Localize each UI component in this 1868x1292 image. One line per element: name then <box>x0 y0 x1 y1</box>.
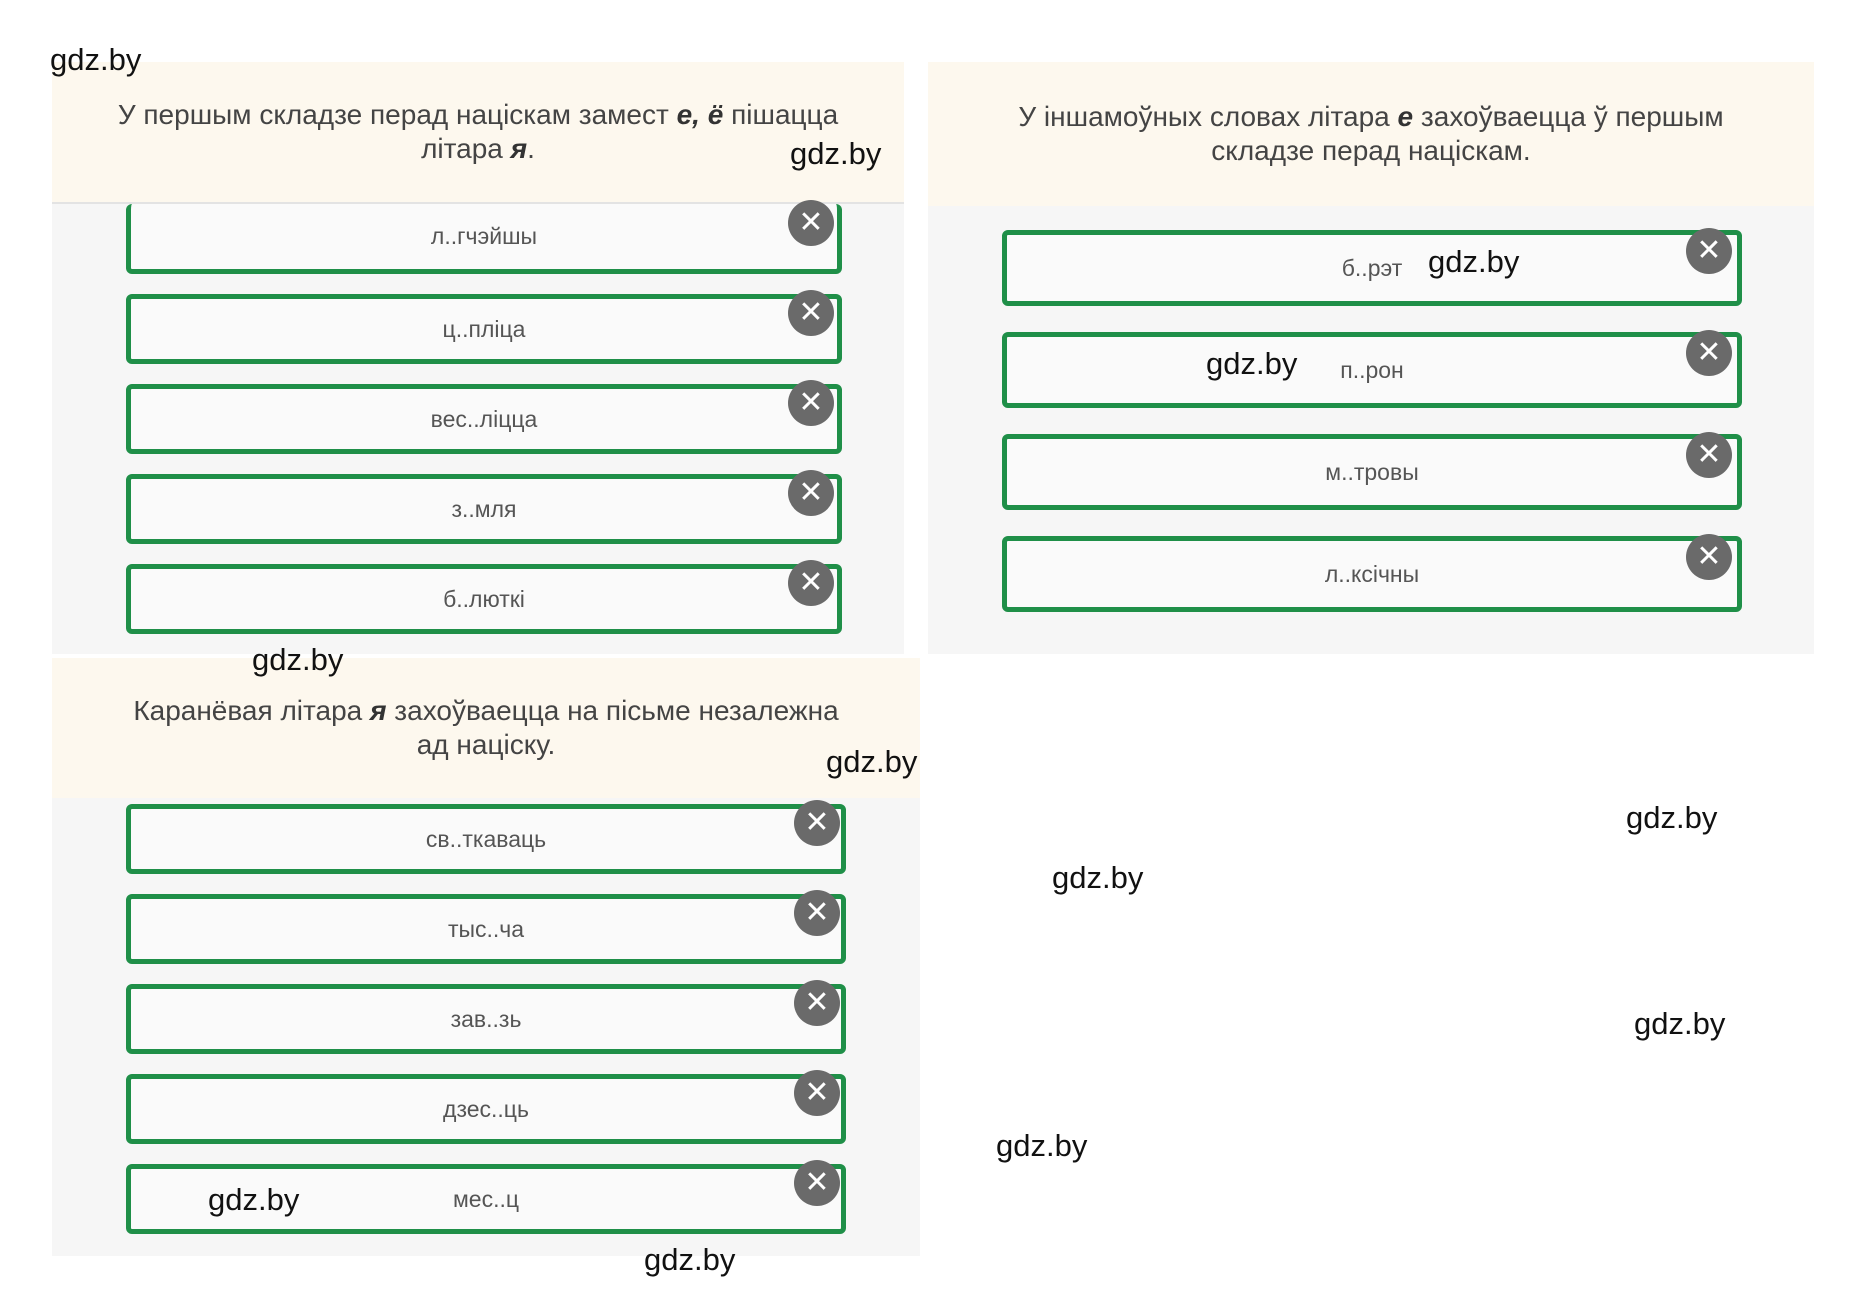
watermark: gdz.by <box>1206 346 1298 381</box>
word-card[interactable]: зав..зь <box>126 984 846 1054</box>
close-icon[interactable]: ✕ <box>788 200 834 246</box>
close-icon[interactable]: ✕ <box>788 380 834 426</box>
close-icon[interactable]: ✕ <box>1686 432 1732 478</box>
close-icon[interactable]: ✕ <box>794 1160 840 1206</box>
word-card[interactable]: св..ткаваць <box>126 804 846 874</box>
word-card[interactable]: б..люткі <box>126 564 842 634</box>
exercise-panel-2: У іншамоўных словах літара е захоўваецца… <box>928 62 1814 654</box>
close-icon[interactable]: ✕ <box>1686 534 1732 580</box>
word-card[interactable]: л..гчэйшы <box>126 204 842 274</box>
watermark: gdz.by <box>826 744 918 779</box>
word-card[interactable]: тыс..ча <box>126 894 846 964</box>
word-card[interactable]: вес..ліцца <box>126 384 842 454</box>
watermark: gdz.by <box>644 1242 736 1277</box>
close-icon[interactable]: ✕ <box>794 890 840 936</box>
close-icon[interactable]: ✕ <box>794 980 840 1026</box>
close-icon[interactable]: ✕ <box>794 800 840 846</box>
close-icon[interactable]: ✕ <box>794 1070 840 1116</box>
panel-3-instruction: Каранёвая літара я захоўваецца на пісьме… <box>52 658 920 798</box>
panel-1-instruction: У першым складзе перад націскам замест е… <box>52 62 904 204</box>
panel-2-instruction: У іншамоўных словах літара е захоўваецца… <box>928 62 1814 206</box>
word-card[interactable]: мес..ц <box>126 1164 846 1234</box>
close-icon[interactable]: ✕ <box>1686 228 1732 274</box>
close-icon[interactable]: ✕ <box>788 470 834 516</box>
word-card[interactable]: п..рон <box>1002 332 1742 408</box>
word-card[interactable]: дзес..ць <box>126 1074 846 1144</box>
exercise-panel-1: У першым складзе перад націскам замест е… <box>52 62 904 654</box>
close-icon[interactable]: ✕ <box>1686 330 1732 376</box>
watermark: gdz.by <box>50 42 142 77</box>
word-card[interactable]: л..ксічны <box>1002 536 1742 612</box>
close-icon[interactable]: ✕ <box>788 290 834 336</box>
word-card[interactable]: ц..пліца <box>126 294 842 364</box>
watermark: gdz.by <box>252 642 344 677</box>
watermark: gdz.by <box>996 1128 1088 1163</box>
watermark: gdz.by <box>1052 860 1144 895</box>
word-card[interactable]: б..рэт <box>1002 230 1742 306</box>
word-card[interactable]: м..тровы <box>1002 434 1742 510</box>
close-icon[interactable]: ✕ <box>788 560 834 606</box>
word-card[interactable]: з..мля <box>126 474 842 544</box>
exercise-panel-3: Каранёвая літара я захоўваецца на пісьме… <box>52 658 920 1256</box>
watermark: gdz.by <box>208 1182 300 1217</box>
watermark: gdz.by <box>790 136 882 171</box>
watermark: gdz.by <box>1626 800 1718 835</box>
watermark: gdz.by <box>1634 1006 1726 1041</box>
watermark: gdz.by <box>1428 244 1520 279</box>
